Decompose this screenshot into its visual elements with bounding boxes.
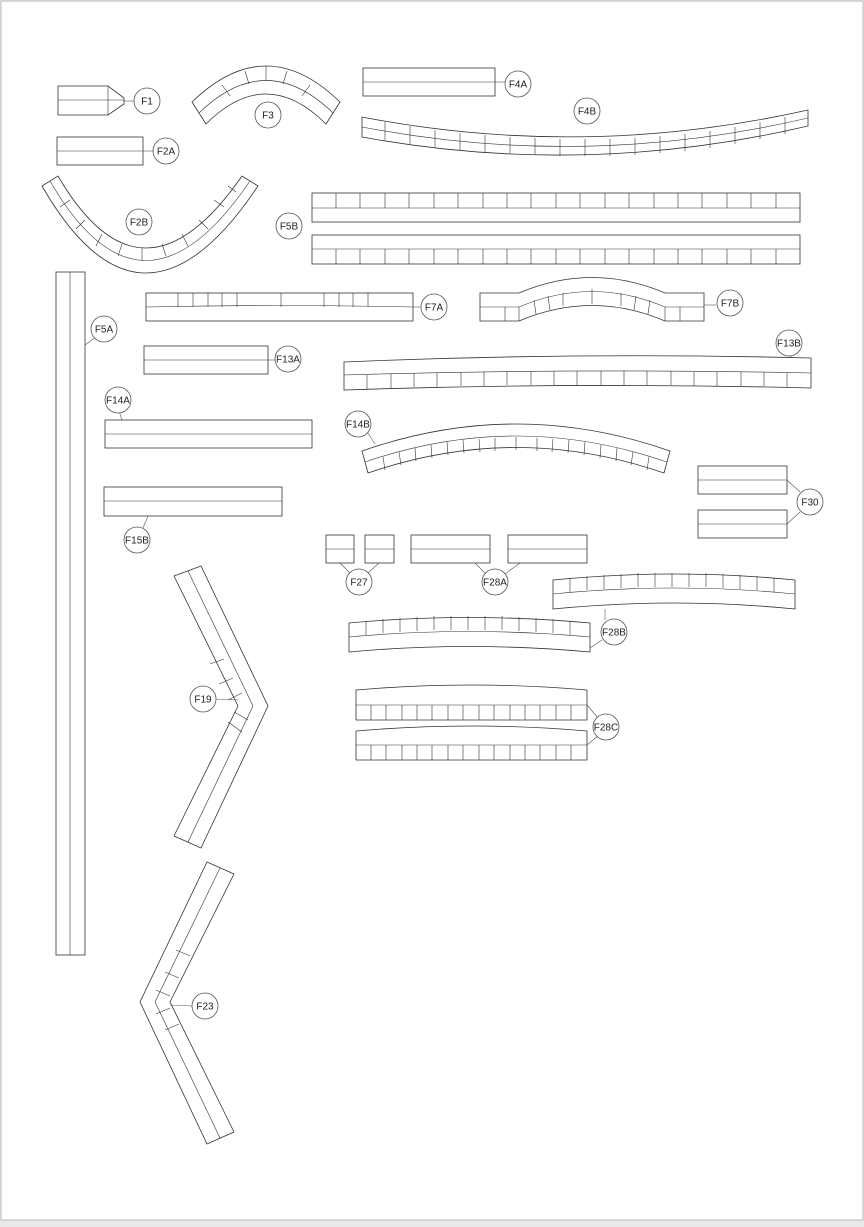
part-f13a — [143, 345, 275, 375]
label-f2b: F2B — [125, 208, 153, 236]
svg-text:F2B: F2B — [130, 218, 149, 229]
svg-text:F27: F27 — [350, 578, 368, 589]
label-f3: F3 — [254, 101, 282, 129]
svg-text:F30: F30 — [801, 498, 819, 509]
svg-text:F23: F23 — [196, 1002, 214, 1013]
svg-text:F14B: F14B — [346, 420, 370, 431]
label-f1: F1 — [133, 87, 161, 115]
svg-text:F13B: F13B — [777, 339, 801, 350]
svg-text:F5B: F5B — [280, 222, 299, 233]
label-f2a: F2A — [152, 137, 180, 165]
label-f14b: F14B — [344, 410, 372, 438]
svg-text:F5A: F5A — [95, 325, 114, 336]
part-f5b — [311, 192, 801, 265]
svg-text:F2A: F2A — [157, 147, 176, 158]
label-f4a: F4A — [504, 70, 532, 98]
svg-text:F4B: F4B — [578, 107, 597, 118]
svg-text:F7A: F7A — [425, 303, 444, 314]
part-f15b — [103, 486, 283, 529]
part-f28c — [355, 684, 599, 761]
svg-text:F14A: F14A — [106, 396, 130, 407]
label-f13b: F13B — [775, 329, 803, 357]
label-f28a: F28A — [481, 568, 509, 596]
part-f14b — [361, 423, 671, 474]
part-f23 — [139, 861, 235, 1145]
part-f19 — [173, 565, 269, 849]
svg-text:F28A: F28A — [483, 578, 507, 589]
part-f28b — [348, 573, 796, 653]
svg-text:F28C: F28C — [594, 723, 618, 734]
svg-text:F3: F3 — [262, 111, 274, 122]
part-f3 — [191, 65, 341, 125]
label-f27: F27 — [345, 568, 373, 596]
part-f4a — [362, 67, 505, 97]
label-f30: F30 — [796, 488, 824, 516]
part-f28a — [410, 534, 588, 575]
label-f5b: F5B — [275, 212, 303, 240]
svg-text:F13A: F13A — [276, 355, 300, 366]
label-f15b: F15B — [123, 526, 151, 554]
part-f2a — [56, 136, 153, 166]
part-f5a — [55, 271, 97, 956]
label-f5a: F5A — [90, 315, 118, 343]
svg-text:F19: F19 — [194, 695, 212, 706]
svg-text:F7B: F7B — [721, 299, 740, 310]
svg-text:F4A: F4A — [509, 80, 528, 91]
label-f28b: F28B — [600, 618, 628, 646]
svg-text:F1: F1 — [141, 97, 153, 108]
label-f28c: F28C — [592, 713, 620, 741]
part-f27 — [325, 534, 395, 574]
label-f7a: F7A — [420, 293, 448, 321]
part-f7a — [145, 292, 422, 322]
svg-text:F28B: F28B — [602, 628, 626, 639]
label-f4b: F4B — [573, 97, 601, 125]
label-f13a: F13A — [274, 345, 302, 373]
label-f19: F19 — [189, 685, 217, 713]
part-f30 — [697, 465, 801, 539]
label-f7b: F7B — [716, 289, 744, 317]
svg-text:F15B: F15B — [125, 536, 149, 547]
part-f1 — [57, 85, 134, 116]
part-f13b — [343, 349, 812, 391]
part-f4b — [361, 109, 809, 156]
label-f14a: F14A — [104, 386, 132, 414]
label-f23: F23 — [191, 992, 219, 1020]
part-f2b — [41, 175, 259, 274]
part-f7b — [479, 277, 716, 322]
part-f14a — [104, 407, 313, 449]
